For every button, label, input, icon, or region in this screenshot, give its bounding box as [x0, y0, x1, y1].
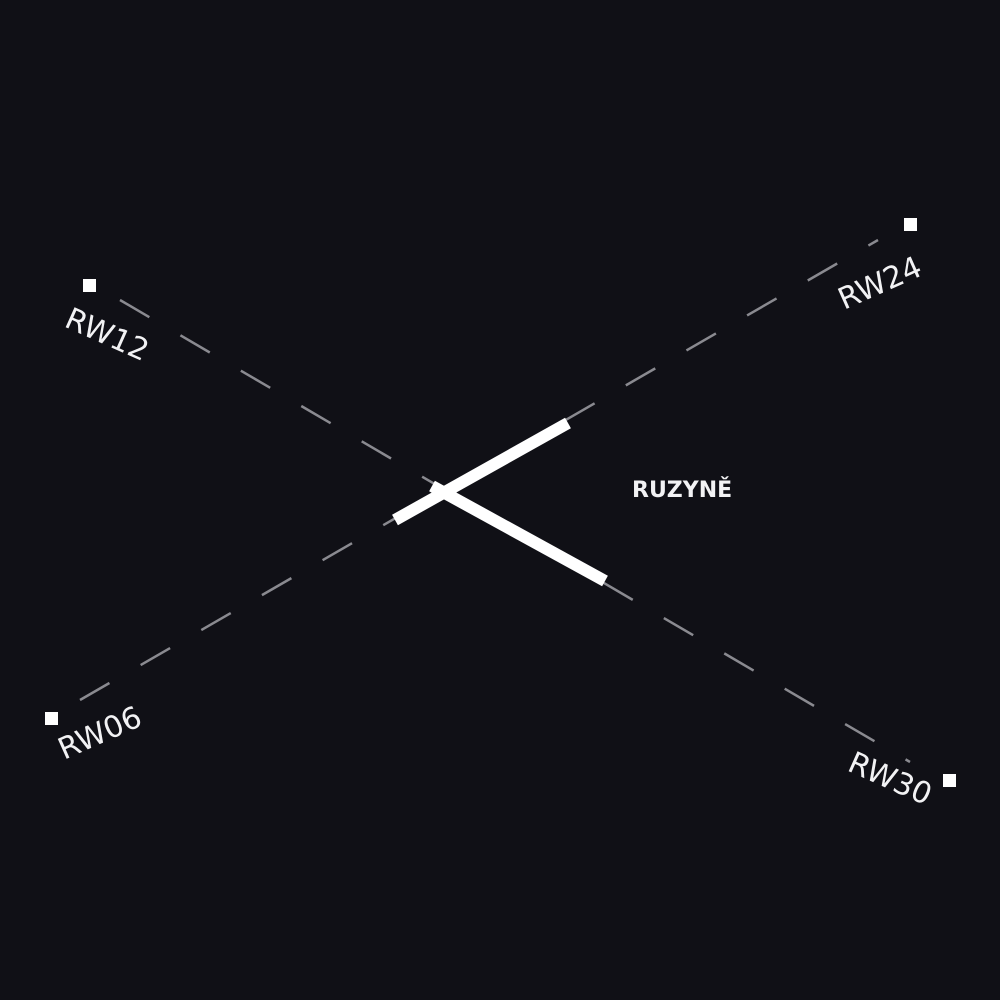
fix-marker-rw24[interactable] — [904, 218, 917, 231]
fix-marker-rw30[interactable] — [943, 774, 956, 787]
centerline-06-24 — [79, 238, 879, 702]
runway-12-30[interactable] — [429, 480, 608, 587]
airport-name-label: RUZYNĚ — [632, 477, 732, 503]
runway-06-24[interactable] — [392, 417, 571, 526]
fix-marker-rw12[interactable] — [83, 279, 96, 292]
fix-marker-rw06[interactable] — [45, 712, 58, 725]
centerline-12-30 — [119, 298, 911, 764]
